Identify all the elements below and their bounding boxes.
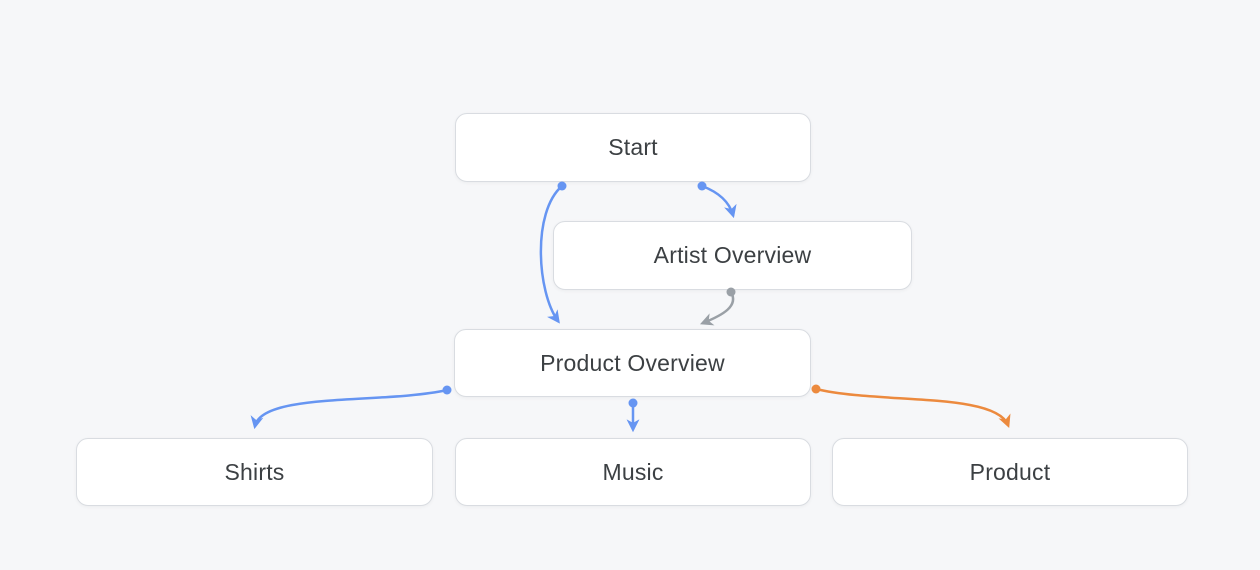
node-label: Start (608, 134, 658, 160)
edge-source-handle-product-overview-to-shirts[interactable] (442, 385, 452, 395)
node-label: Music (602, 458, 664, 485)
node-label: Product (969, 458, 1051, 485)
edge-product-overview-to-product[interactable] (814, 387, 1011, 429)
node-artist-overview[interactable]: Artist Overview (553, 221, 912, 290)
node-label: Shirts (224, 458, 285, 485)
node-product-overview[interactable]: Product Overview (454, 329, 811, 397)
node-product[interactable]: Product (832, 438, 1188, 506)
node-start[interactable]: Start (455, 113, 811, 182)
node-shirts[interactable]: Shirts (76, 438, 433, 506)
node-music[interactable]: Music (455, 438, 811, 506)
edge-product-overview-to-shirts[interactable] (250, 388, 449, 430)
edge-start-to-product-overview[interactable] (539, 184, 564, 324)
edge-source-handle-start-to-product-overview[interactable] (557, 181, 567, 191)
edge-source-handle-start-to-artist-overview[interactable] (697, 181, 707, 191)
node-label: Product Overview (540, 349, 725, 376)
edge-source-handle-artist-overview-to-product-overview[interactable] (726, 287, 736, 297)
edge-source-handle-product-overview-to-product[interactable] (811, 384, 821, 394)
node-label: Artist Overview (653, 242, 812, 268)
edge-source-handle-product-overview-to-music[interactable] (628, 398, 638, 408)
